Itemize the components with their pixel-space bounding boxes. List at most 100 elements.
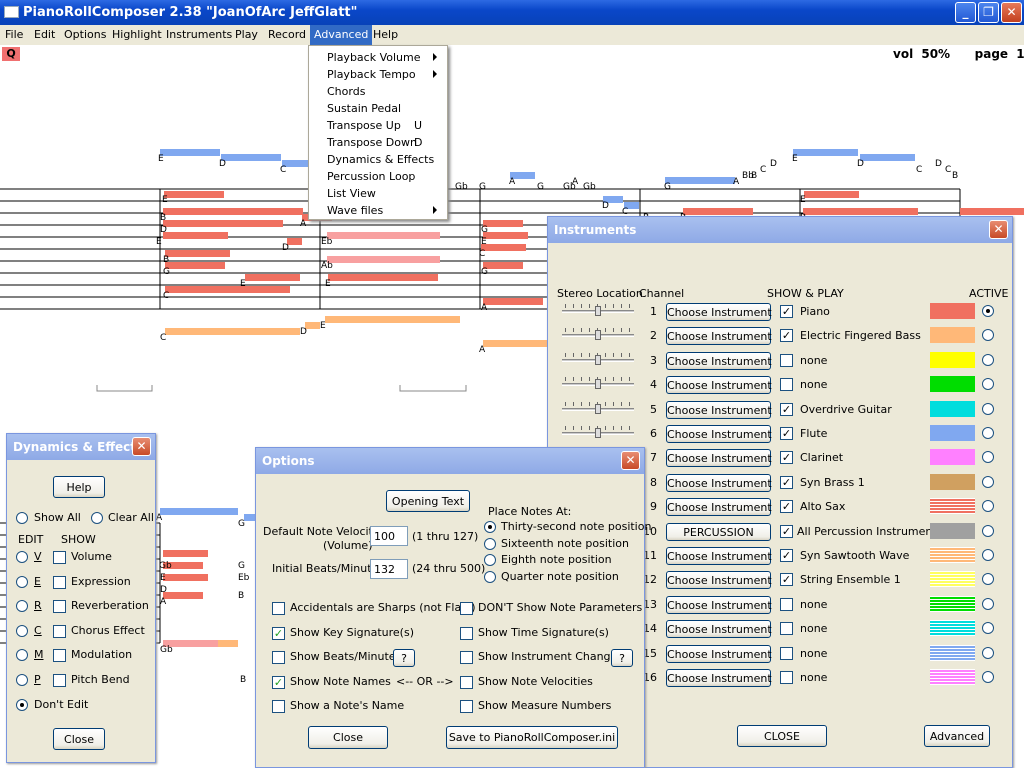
instrument-color-swatch[interactable]	[930, 327, 975, 344]
show-play-checkbox[interactable]	[780, 646, 793, 660]
instruments-dialog-title[interactable]: Instruments	[548, 217, 1012, 243]
choose-instrument-button[interactable]: Choose Instrument	[666, 644, 772, 663]
instrument-color-swatch[interactable]	[930, 595, 975, 612]
instrument-color-swatch[interactable]	[930, 351, 975, 368]
help-button[interactable]: Help	[53, 476, 105, 498]
active-radio[interactable]	[982, 524, 994, 537]
option-checkbox[interactable]	[460, 626, 473, 640]
instrument-color-swatch[interactable]	[930, 620, 975, 637]
option-checkbox[interactable]	[272, 651, 285, 664]
menu-edit[interactable]: Edit	[34, 28, 56, 41]
choose-instrument-button[interactable]: Choose Instrument	[666, 571, 772, 590]
save-ini-button[interactable]: Save to PianoRollComposer.ini	[446, 726, 618, 749]
close-button[interactable]: Close	[308, 726, 388, 749]
close-button[interactable]: Close	[53, 728, 105, 750]
instrument-color-swatch[interactable]	[930, 571, 975, 588]
choose-instrument-button[interactable]: Choose Instrument	[666, 400, 772, 419]
clear-all-radio[interactable]	[91, 512, 103, 524]
close-icon[interactable]: ✕	[989, 220, 1008, 239]
show-play-checkbox[interactable]	[780, 353, 793, 367]
show-play-checkbox[interactable]: ✓	[780, 427, 793, 440]
instrument-color-swatch[interactable]	[930, 425, 975, 441]
choose-instrument-button[interactable]: Choose Instrument	[666, 473, 772, 492]
show-play-checkbox[interactable]	[780, 597, 793, 611]
advanced-menu-item[interactable]: Chords	[309, 83, 447, 100]
menu-file[interactable]: File	[5, 28, 24, 41]
show-play-checkbox[interactable]	[780, 378, 793, 392]
advanced-menu-item[interactable]: List View	[309, 185, 447, 202]
bpm-input[interactable]: 132	[370, 559, 408, 579]
option-checkbox[interactable]	[272, 700, 285, 713]
restore-icon[interactable]: ❐	[978, 2, 999, 23]
choose-instrument-button[interactable]: Choose Instrument	[666, 351, 772, 370]
choose-instrument-button[interactable]: Choose Instrument	[666, 595, 772, 614]
instrument-changes-help-button[interactable]: ?	[611, 649, 633, 667]
menu-play[interactable]: Play	[235, 28, 258, 41]
advanced-menu-item[interactable]: Dynamics & Effects	[309, 151, 447, 168]
active-radio[interactable]	[982, 353, 994, 366]
active-radio[interactable]	[982, 475, 994, 488]
close-icon[interactable]: ✕	[132, 437, 151, 456]
opening-text-button[interactable]: Opening Text	[386, 490, 470, 512]
show-all-radio[interactable]	[16, 512, 28, 524]
show-play-checkbox[interactable]: ✓	[780, 451, 793, 465]
show-play-checkbox[interactable]: ✓	[780, 500, 793, 514]
menu-options[interactable]: Options	[64, 28, 107, 41]
slider-thumb[interactable]	[595, 379, 601, 390]
place-note-radio[interactable]	[484, 554, 496, 566]
instrument-color-swatch[interactable]	[930, 449, 975, 466]
slider-thumb[interactable]	[595, 354, 601, 365]
menu-record[interactable]: Record	[268, 28, 307, 41]
edit-radio[interactable]	[16, 551, 28, 563]
active-radio[interactable]	[982, 597, 994, 610]
close-button[interactable]: CLOSE	[737, 725, 827, 747]
advanced-menu-item[interactable]: Wave files	[309, 202, 447, 219]
instrument-color-swatch[interactable]	[930, 473, 975, 490]
stereo-slider[interactable]	[562, 328, 634, 342]
option-checkbox[interactable]: ✓	[272, 675, 285, 689]
show-checkbox[interactable]	[53, 575, 66, 589]
show-play-checkbox[interactable]: ✓	[780, 402, 793, 416]
active-radio[interactable]	[982, 500, 994, 513]
option-checkbox[interactable]	[460, 602, 473, 615]
advanced-menu-item[interactable]: Sustain Pedal	[309, 100, 447, 117]
stereo-slider[interactable]	[562, 304, 634, 318]
edit-radio[interactable]	[16, 649, 28, 661]
show-play-checkbox[interactable]: ✓	[780, 475, 793, 489]
quantize-badge[interactable]: Q	[2, 47, 20, 61]
place-note-radio[interactable]	[484, 537, 496, 550]
edit-radio[interactable]	[16, 600, 28, 612]
advanced-button[interactable]: Advanced	[924, 725, 990, 747]
choose-instrument-button[interactable]: PERCUSSION	[666, 522, 771, 541]
menu-instruments[interactable]: Instruments	[166, 28, 233, 41]
choose-instrument-button[interactable]: Choose Instrument	[666, 547, 772, 565]
instrument-color-swatch[interactable]	[930, 547, 975, 563]
velocity-input[interactable]: 100	[370, 526, 408, 546]
show-checkbox[interactable]	[53, 624, 66, 638]
slider-thumb[interactable]	[595, 403, 601, 414]
show-play-checkbox[interactable]	[780, 671, 793, 684]
options-dialog-title[interactable]: Options	[256, 448, 644, 474]
active-radio[interactable]	[982, 549, 994, 561]
show-play-checkbox[interactable]: ✓	[780, 573, 793, 587]
close-icon[interactable]: ✕	[621, 451, 640, 470]
menu-advanced[interactable]: Advanced	[310, 25, 373, 45]
choose-instrument-button[interactable]: Choose Instrument	[666, 620, 772, 639]
active-radio[interactable]	[982, 305, 994, 317]
advanced-menu-item[interactable]: Playback Tempo	[309, 66, 447, 83]
active-radio[interactable]	[982, 427, 994, 439]
beats-help-button[interactable]: ?	[393, 649, 415, 667]
dont-edit-radio[interactable]	[16, 699, 28, 711]
instrument-color-swatch[interactable]	[930, 644, 975, 661]
active-radio[interactable]	[982, 329, 994, 342]
slider-thumb[interactable]	[595, 306, 601, 316]
active-radio[interactable]	[982, 402, 994, 415]
option-checkbox[interactable]: ✓	[272, 626, 285, 640]
active-radio[interactable]	[982, 671, 994, 683]
show-play-checkbox[interactable]: ✓	[780, 329, 793, 343]
stereo-slider[interactable]	[562, 426, 634, 440]
advanced-menu-item[interactable]: Percussion Loop	[309, 168, 447, 185]
active-radio[interactable]	[982, 451, 994, 464]
